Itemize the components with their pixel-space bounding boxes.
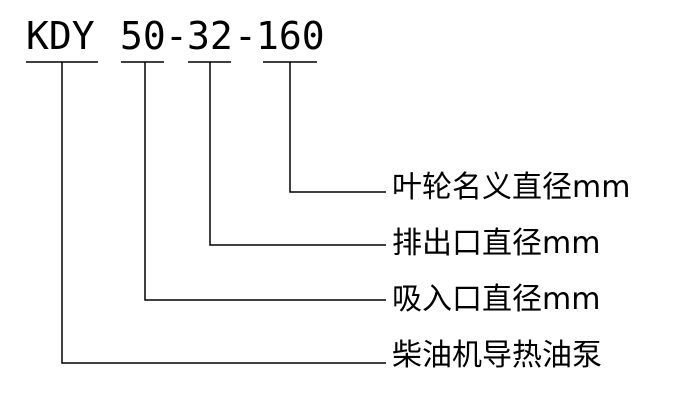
model-code-separator: - [165,14,188,58]
model-code-impeller: 160 [256,14,325,58]
label-outlet-diameter: 排出口直径mm [392,226,601,261]
leader-inlet [144,62,386,301]
leader-outlet [209,62,386,246]
model-code-inlet: 50 [120,14,166,58]
label-impeller-diameter: 叶轮名义直径mm [392,170,631,205]
model-code-outlet: 32 [187,14,233,58]
model-code-series: KDY [26,14,95,58]
model-code-separator: - [234,14,257,58]
leader-pump-type [61,62,386,364]
label-inlet-diameter: 吸入口直径mm [392,282,601,317]
label-pump-type: 柴油机导热油泵 [392,338,602,373]
leader-impeller [289,62,386,193]
